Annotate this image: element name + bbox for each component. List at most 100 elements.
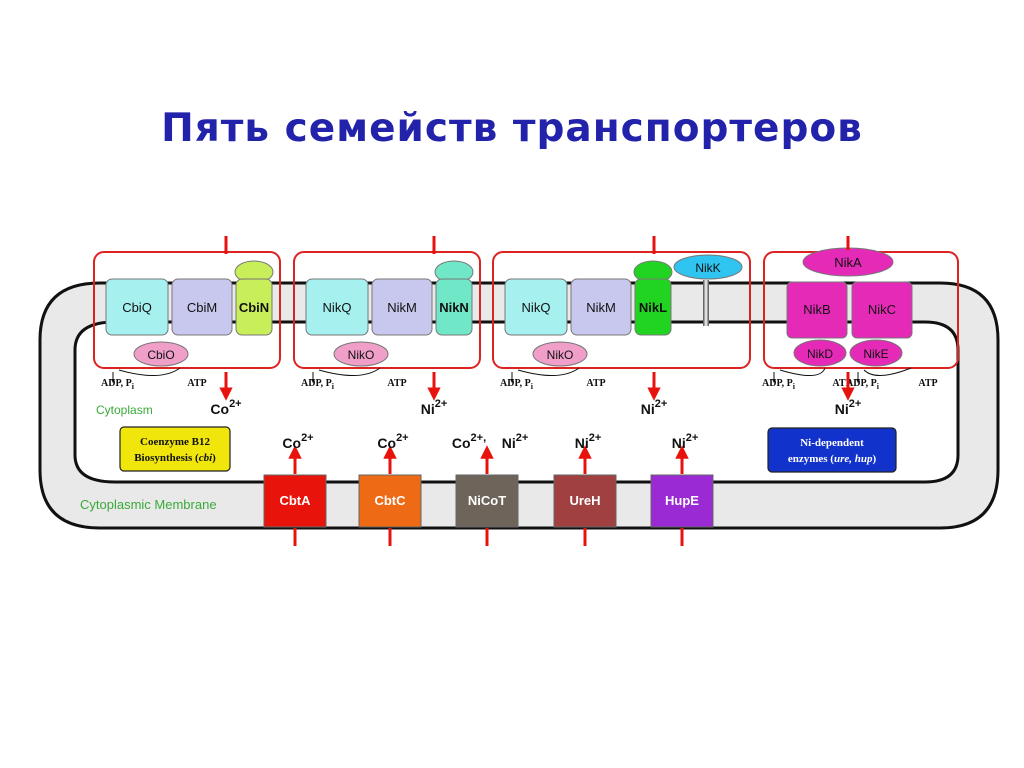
atpase-ellipse bbox=[333, 341, 389, 367]
ion-label-symbol: Ni bbox=[672, 435, 686, 451]
component-label: NikB bbox=[803, 302, 830, 317]
coenzyme-line2-italic: cbi bbox=[199, 452, 213, 464]
adp-subscript: i bbox=[877, 382, 880, 391]
component-label: CbiM bbox=[187, 300, 217, 315]
atp-label: ATP bbox=[832, 378, 851, 389]
secondary-transporter-2: CbtC Co2+ bbox=[358, 432, 422, 546]
component-box bbox=[235, 278, 273, 336]
secondary-transporter-5: HupE Ni2+ bbox=[650, 432, 714, 546]
ion-label-2-charge: 2+ bbox=[516, 432, 529, 444]
transporter-box bbox=[650, 474, 714, 528]
component-label: NikM bbox=[586, 300, 616, 315]
secondary-transporter-1: CbtA Co2+ bbox=[263, 432, 327, 546]
transporter-box bbox=[455, 474, 519, 528]
ion-label: Co2+, bbox=[452, 432, 486, 451]
atpase-label: CbiO bbox=[147, 348, 174, 362]
hydrolysis-curve bbox=[863, 367, 912, 376]
component-box bbox=[305, 278, 369, 336]
svg-text:Biosynthesis (cbi): Biosynthesis (cbi) bbox=[134, 452, 216, 464]
transporter-label: NiCoT bbox=[468, 493, 506, 508]
adp-label: ADP, Pi bbox=[500, 378, 534, 391]
atpase-label: NikE bbox=[863, 347, 888, 361]
adp-text: ADP, P bbox=[500, 378, 531, 389]
system-outline bbox=[492, 251, 751, 369]
adp-subscript: i bbox=[531, 382, 534, 391]
enzymes-line2: enzymes ( bbox=[788, 453, 834, 465]
enzymes-line2-end: ) bbox=[872, 453, 876, 465]
membrane-label: Cytoplasmic Membrane bbox=[80, 497, 217, 512]
ion-label-charge: 2+ bbox=[589, 432, 602, 444]
ion-label-symbol: Co bbox=[282, 435, 301, 451]
transporter-box bbox=[358, 474, 422, 528]
component-box bbox=[105, 278, 169, 336]
ion-label-symbol: Co bbox=[377, 435, 396, 451]
ion-label-charge: 2+ bbox=[849, 398, 862, 410]
ion-label: Co2+ bbox=[377, 432, 408, 451]
atp-label: ATP bbox=[387, 378, 406, 389]
ion-label: Ni2+ bbox=[672, 432, 699, 451]
adp-atp-2: ADP, Pi ATP bbox=[500, 367, 606, 391]
ion-label: Ni2+ bbox=[575, 432, 602, 451]
atpase-ellipse bbox=[532, 341, 588, 367]
ion-label: Co2+ bbox=[210, 398, 241, 417]
component-box bbox=[371, 278, 433, 336]
ion-label-symbol: Co bbox=[210, 401, 229, 417]
component-box bbox=[634, 278, 672, 336]
component-label: NikN bbox=[439, 300, 469, 315]
component-box bbox=[570, 278, 632, 336]
transporter-box bbox=[553, 474, 617, 528]
component-label: NikQ bbox=[522, 300, 551, 315]
system-outline bbox=[293, 251, 481, 369]
adp-subscript: i bbox=[132, 382, 135, 391]
atpase-ellipse bbox=[133, 341, 189, 367]
atp-label: ATP bbox=[586, 378, 605, 389]
atpase-label: NikD bbox=[807, 347, 833, 361]
coenzyme-line1: Coenzyme B12 bbox=[140, 436, 210, 448]
slide-title: Пять семейств транспортеров bbox=[161, 106, 863, 151]
nika-label: NikA bbox=[834, 255, 862, 270]
adp-text: ADP, P bbox=[846, 378, 877, 389]
transporter-label: HupE bbox=[665, 493, 699, 508]
atp-label: ATP bbox=[187, 378, 206, 389]
coenzyme-b12-box: Coenzyme B12 Biosynthesis (cbi) bbox=[119, 426, 231, 472]
adp-subscript: i bbox=[793, 382, 796, 391]
ion-label-charge: 2+ bbox=[301, 432, 314, 444]
adp-text: ADP, P bbox=[301, 378, 332, 389]
adp-label: ADP, Pi bbox=[762, 378, 796, 391]
component-box bbox=[851, 281, 913, 339]
component-label: CbiQ bbox=[122, 300, 152, 315]
transporter-label: CbtC bbox=[374, 493, 406, 508]
system-outline bbox=[93, 251, 281, 369]
component-label: NikQ bbox=[323, 300, 352, 315]
transporter-label: CbtA bbox=[279, 493, 311, 508]
ion-label-symbol: Ni bbox=[421, 401, 435, 417]
ion-label-symbol: Co bbox=[452, 435, 471, 451]
transporter-box bbox=[263, 474, 327, 528]
component-label: CbiN bbox=[239, 300, 269, 315]
atpase-label: NikO bbox=[547, 348, 574, 362]
ion-label-charge: 2+ bbox=[686, 432, 699, 444]
nikk-ellipse bbox=[673, 254, 743, 280]
enzymes-line2-italic: ure, hup bbox=[834, 453, 873, 465]
component-label: NikL bbox=[639, 300, 667, 315]
ion-label-charge: 2+ bbox=[655, 398, 668, 410]
ion-label-charge: 2+, bbox=[471, 432, 487, 444]
ion-label-charge: 2+ bbox=[435, 398, 448, 410]
component-box bbox=[435, 278, 473, 336]
atpase-label: NikO bbox=[348, 348, 375, 362]
hydrolysis-curve bbox=[118, 367, 181, 377]
ion-label-charge: 2+ bbox=[229, 398, 242, 410]
adp-label: ADP, Pi bbox=[846, 378, 880, 391]
ni-dependent-enzymes-box: Ni-dependent enzymes (ure, hup) bbox=[767, 427, 897, 473]
enzymes-line1: Ni-dependent bbox=[800, 437, 864, 449]
hydrolysis-curve bbox=[318, 367, 381, 377]
coenzyme-line2: Biosynthesis ( bbox=[134, 452, 199, 464]
hydrolysis-curve bbox=[779, 367, 826, 376]
component-box bbox=[786, 281, 848, 339]
